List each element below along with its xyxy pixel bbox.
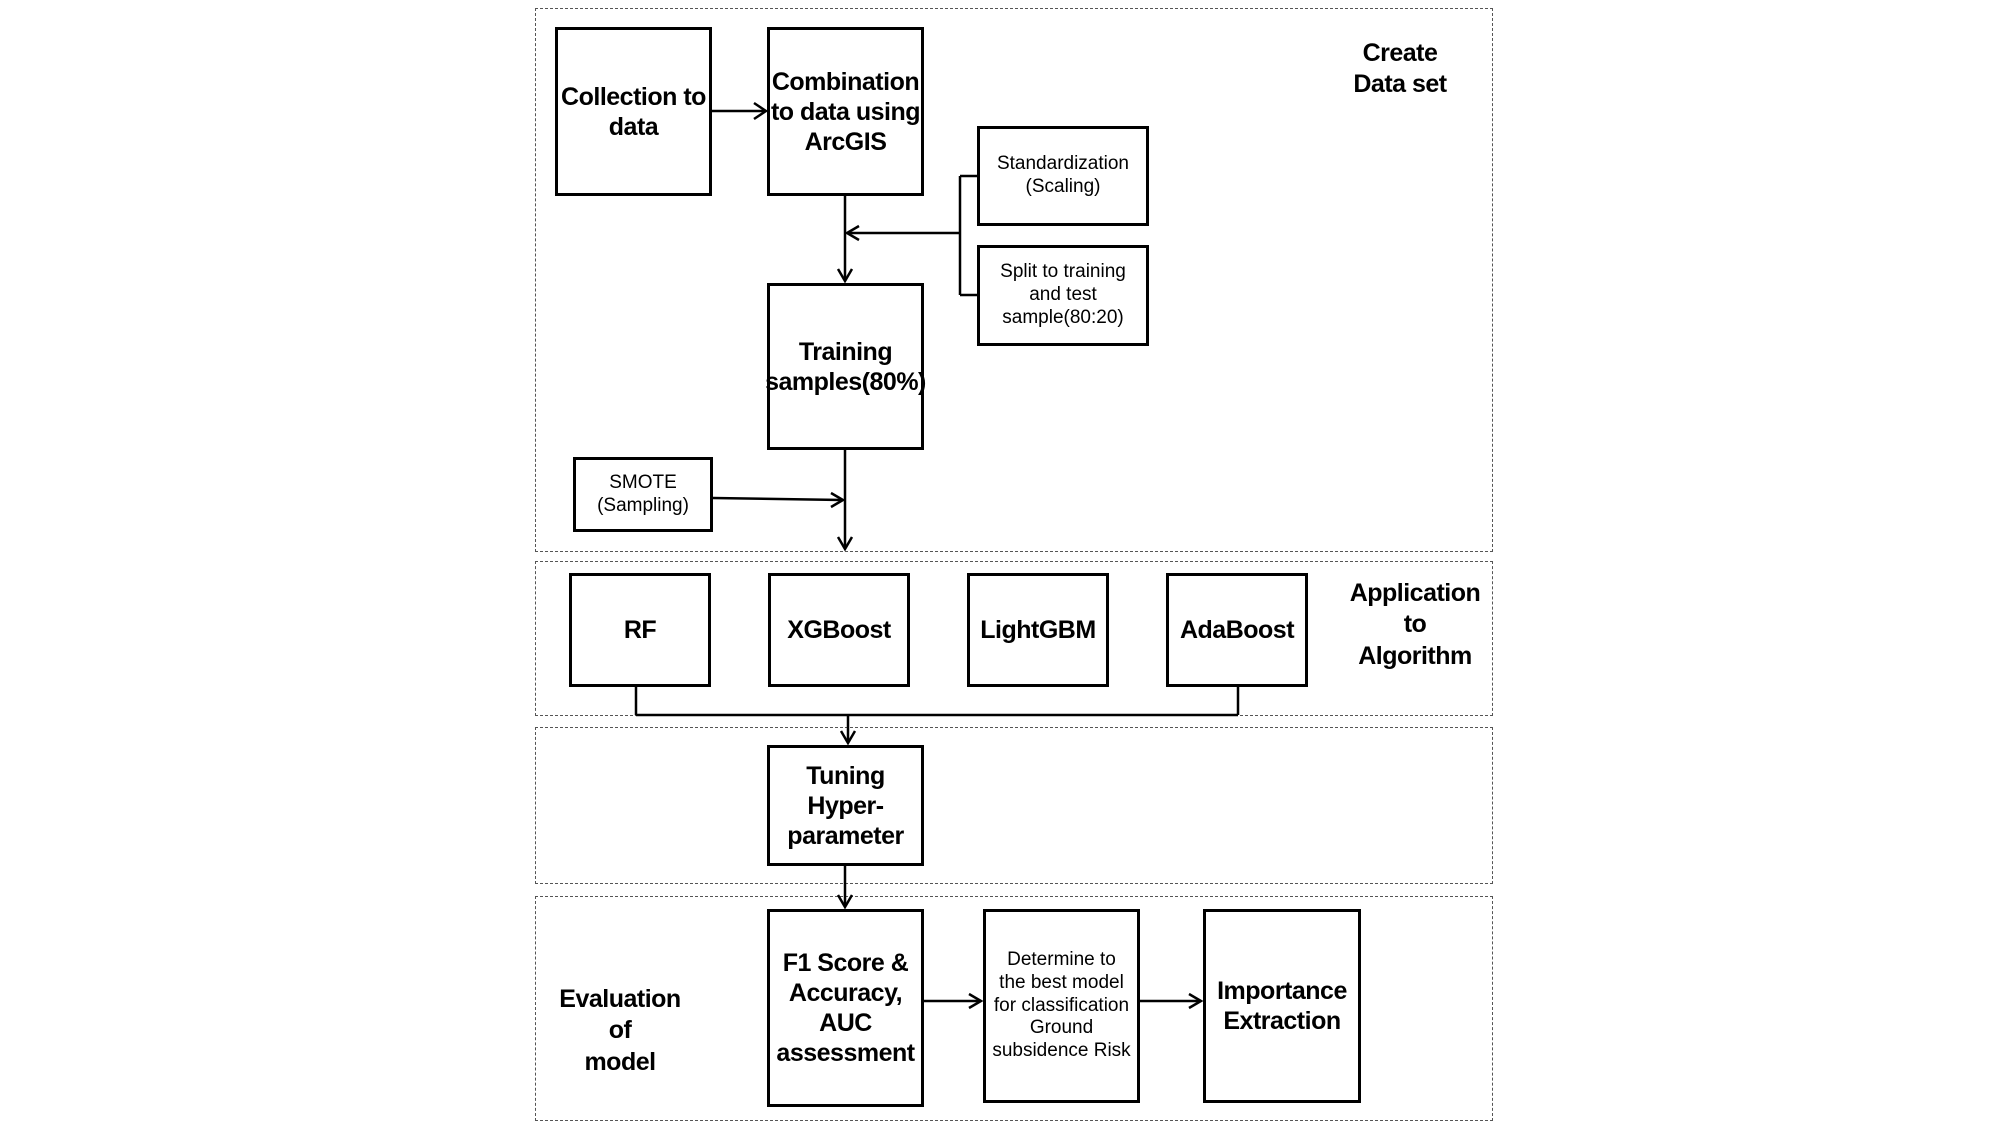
box-split-training-test: Split to training and test sample(80:20) (977, 245, 1149, 346)
box-lightgbm: LightGBM (967, 573, 1109, 687)
box-combination-arcgis: Combination to data using ArcGIS (767, 27, 924, 196)
arrow-smote-to-flow (712, 496, 843, 502)
box-tuning-hyperparameter: Tuning Hyper- parameter (767, 745, 924, 866)
section-label-evaluation: Evaluation of model (559, 985, 681, 1076)
box-f1-accuracy-auc: F1 Score & Accuracy, AUC assessment (767, 909, 924, 1107)
box-smote: SMOTE (Sampling) (573, 457, 713, 532)
box-rf: RF (569, 573, 711, 687)
box-importance-extraction: Importance Extraction (1203, 909, 1361, 1103)
box-xgboost: XGBoost (768, 573, 910, 687)
box-standardization: Standardization (Scaling) (977, 126, 1149, 226)
box-determine-best-model: Determine to the best model for classifi… (983, 909, 1140, 1103)
section-label-application: Application to Algorithm (1349, 579, 1481, 670)
box-training-samples: Training samples(80%) (765, 283, 926, 450)
section-label-create-dataset: Create Data set (1353, 39, 1447, 99)
box-collection-to-data: Collection to data (555, 27, 712, 196)
box-adaboost: AdaBoost (1166, 573, 1308, 687)
section-tuning (535, 727, 1493, 884)
section-create-dataset (535, 8, 1493, 552)
